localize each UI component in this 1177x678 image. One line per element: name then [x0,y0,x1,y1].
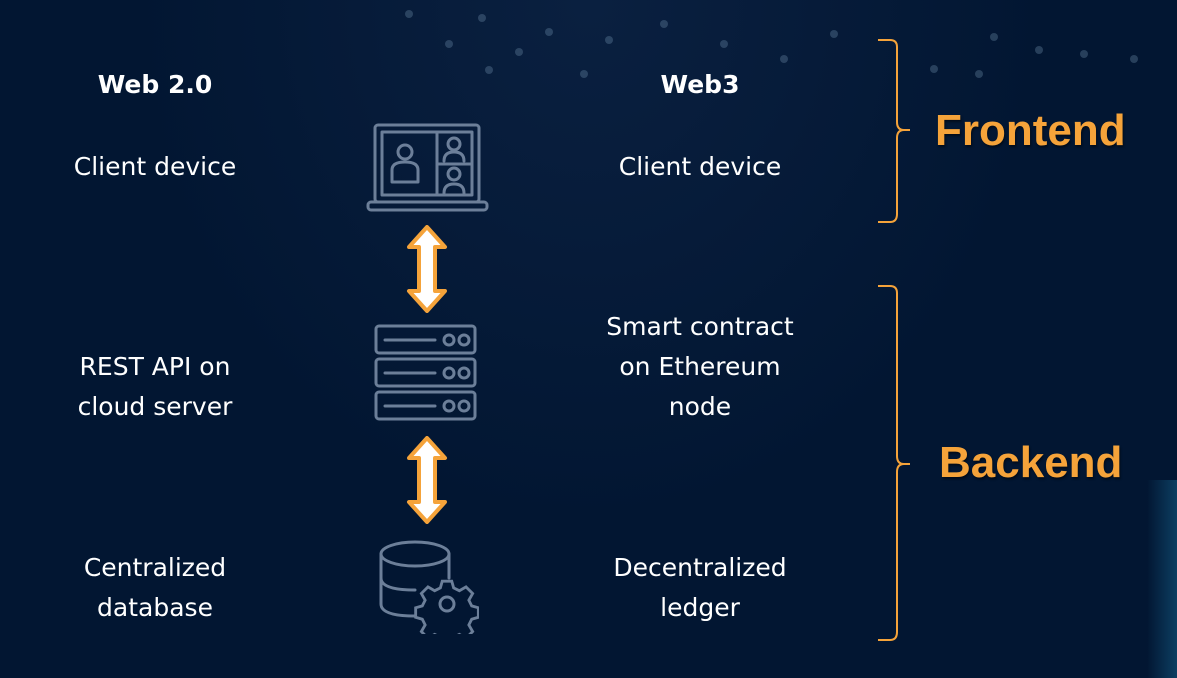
background-glow [1147,480,1177,678]
bidirectional-arrow-icon [407,436,447,524]
laptop-video-call-icon [366,123,489,212]
text-line: Smart contract [606,312,794,341]
database-settings-icon [379,540,479,634]
frontend-group-label: Frontend [935,106,1126,155]
web2-title: Web 2.0 [97,70,213,99]
web3-title: Web3 [660,70,740,99]
web2-server-label: REST API on cloud server [78,347,233,427]
text-line: Centralized [83,553,227,582]
backend-group-label: Backend [939,438,1123,487]
text-line: REST API on [79,352,231,381]
web2-frontend-label: Client device [73,152,237,181]
text-line: database [97,593,213,622]
frontend-brace [878,39,910,223]
web3-storage-label: Decentralized ledger [613,548,786,628]
web2-storage-label: Centralized database [84,548,226,628]
text-line: Decentralized [613,553,787,582]
web3-frontend-label: Client device [618,152,782,181]
group-braces [878,39,910,641]
web3-server-label: Smart contract on Ethereum node [606,307,793,427]
backend-brace [878,285,910,641]
server-rack-icon [374,324,477,421]
text-line: node [668,392,732,421]
text-line: on Ethereum [619,352,781,381]
bidirectional-arrow-icon [407,225,447,313]
text-line: cloud server [77,392,233,421]
text-line: ledger [660,593,740,622]
